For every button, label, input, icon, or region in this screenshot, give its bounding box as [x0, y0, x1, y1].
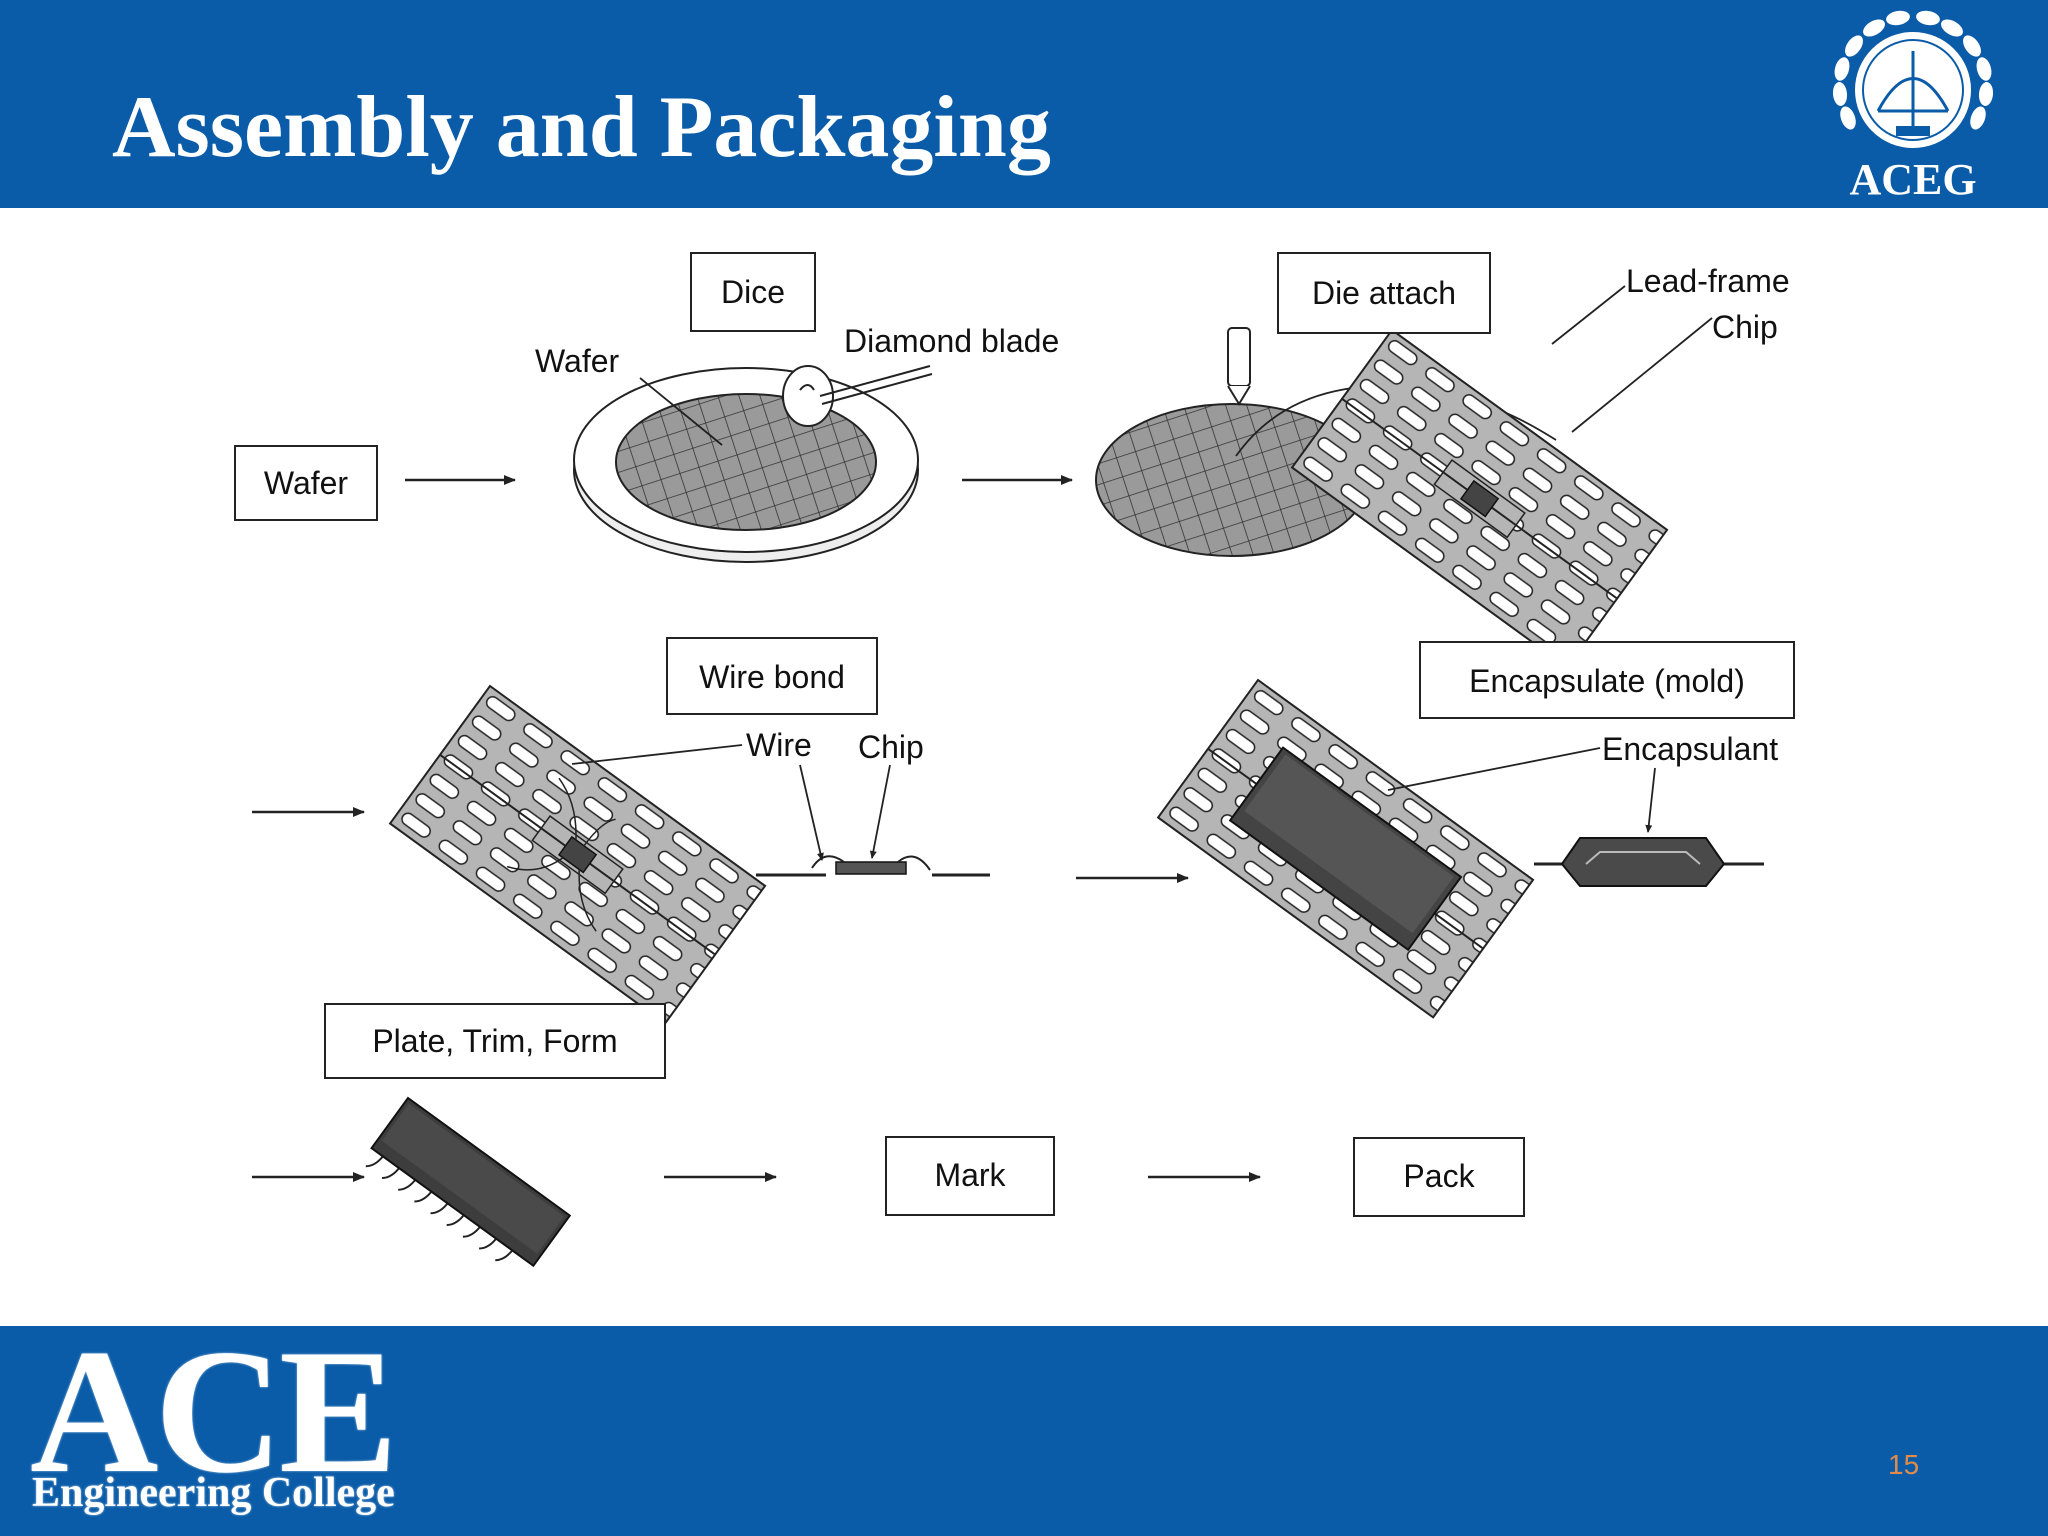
step-plate-trim-form: Plate, Trim, Form — [324, 1003, 666, 1079]
step-mark: Mark — [885, 1136, 1055, 1216]
leader-line — [1571, 317, 1713, 433]
die-attach-illustration — [1095, 285, 1713, 669]
step-pack: Pack — [1353, 1137, 1525, 1217]
footer-bar — [0, 1326, 2048, 1536]
label-chip-top: Chip — [1712, 309, 1778, 345]
logo-text: ACEG — [1849, 155, 1976, 204]
leader-line — [639, 377, 723, 446]
leader-line — [869, 764, 891, 859]
diamond-blade-icon — [782, 365, 933, 427]
step-die-attach: Die attach — [1277, 252, 1491, 334]
footer-brand-logo: ACE — [30, 1312, 398, 1510]
page-number: 15 — [1888, 1449, 1920, 1480]
leader-line — [1645, 767, 1656, 833]
assembly-flow-diagram: Wafer Dice Wafer Diamond blade — [234, 252, 1795, 1268]
step-wafer: Wafer — [234, 445, 378, 521]
packaged-ic-icon — [365, 1096, 572, 1268]
leader-line — [1387, 747, 1601, 791]
step-dice: Dice — [690, 252, 816, 332]
footer-brand-subtitle: Engineering College — [32, 1470, 395, 1516]
svg-text:Dice: Dice — [721, 274, 785, 310]
label-diamond-blade: Diamond blade — [844, 323, 1059, 359]
svg-text:Die attach: Die attach — [1312, 275, 1456, 311]
molded-package-side-view — [1534, 837, 1764, 887]
step-wire-bond: Wire bond — [666, 637, 878, 715]
leader-line — [1551, 285, 1626, 345]
wire-bond-illustration — [389, 685, 990, 1025]
label-encapsulant: Encapsulant — [1602, 731, 1778, 767]
aceg-logo: ACEG — [1832, 10, 1994, 204]
pickup-tool-icon — [1227, 327, 1251, 406]
laurel-wreath-icon — [1832, 10, 1994, 130]
label-chip-bond: Chip — [858, 729, 924, 765]
svg-text:Wire bond: Wire bond — [699, 659, 845, 695]
svg-text:Wafer: Wafer — [264, 465, 349, 501]
svg-text:Mark: Mark — [934, 1157, 1006, 1193]
svg-text:Pack: Pack — [1403, 1158, 1475, 1194]
label-wire: Wire — [746, 727, 812, 763]
label-wafer: Wafer — [535, 343, 620, 379]
leader-line — [799, 764, 824, 861]
label-lead-frame: Lead-frame — [1626, 263, 1790, 299]
wire-bond-side-view — [756, 855, 990, 877]
leader-line — [571, 744, 743, 765]
dicing-illustration — [573, 365, 933, 563]
svg-text:Plate, Trim, Form: Plate, Trim, Form — [372, 1023, 617, 1059]
header-bar — [0, 0, 2048, 208]
step-encapsulate: Encapsulate (mold) — [1419, 641, 1795, 719]
encapsulate-illustration — [1157, 679, 1764, 1019]
svg-text:Encapsulate (mold): Encapsulate (mold) — [1469, 663, 1745, 699]
slide-title: Assembly and Packaging — [112, 79, 1051, 176]
bow-arrow-icon — [1876, 51, 1950, 134]
